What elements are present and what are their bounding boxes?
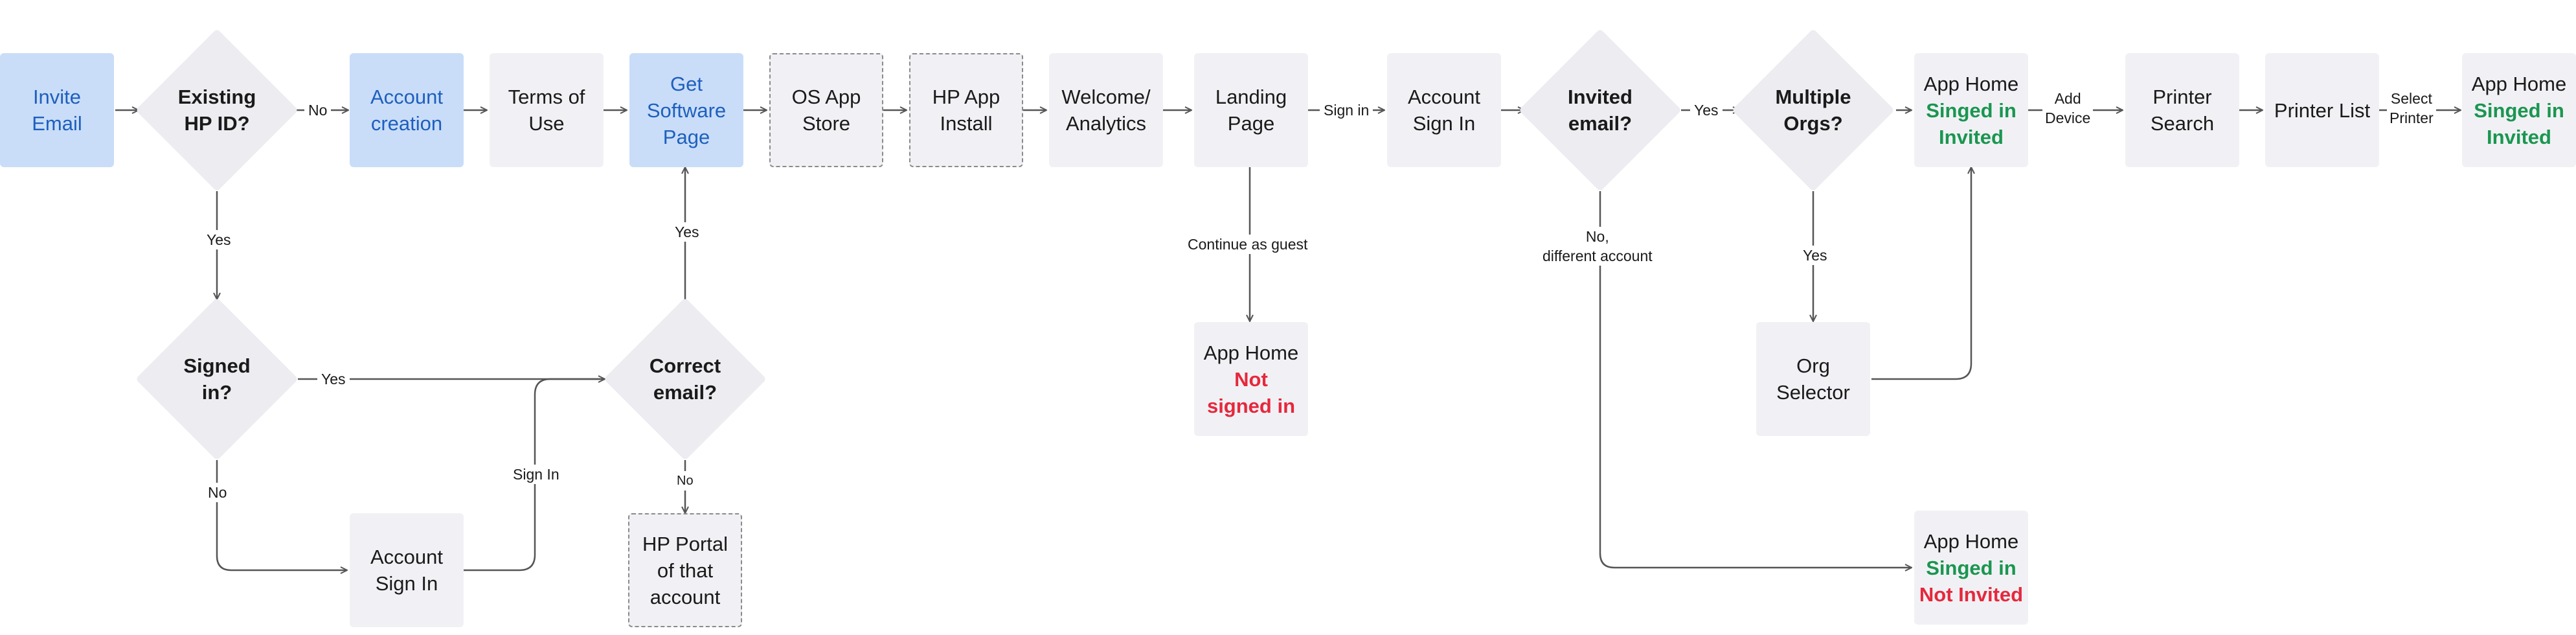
label-yes-orgs: Yes (1801, 246, 1829, 265)
label-yes-invited: Yes (1690, 100, 1723, 120)
label-continue-guest: Continue as guest (1185, 235, 1311, 254)
edge-signed-in-account-sign-in (216, 460, 347, 570)
label-sign-in-bottom: Sign In (510, 465, 562, 484)
edge-org-selector-app-home (1871, 167, 1971, 380)
label-no-signed: No (206, 483, 229, 502)
label-no-invited: No,different account (1540, 227, 1655, 266)
label-no-existing: No (304, 100, 332, 120)
node-welcome-analytics: Welcome/Analytics (1049, 53, 1163, 167)
label-yes-signed: Yes (317, 369, 350, 389)
edge-invited-app-home-not-invited (1599, 191, 1912, 568)
label-yes-existing: Yes (205, 230, 233, 249)
label-yes-correct: Yes (673, 222, 701, 242)
label-no-correct: No (675, 471, 695, 491)
node-printer-list: Printer List (2265, 53, 2379, 167)
label-sign-in-landing: Sign in (1320, 100, 1373, 120)
